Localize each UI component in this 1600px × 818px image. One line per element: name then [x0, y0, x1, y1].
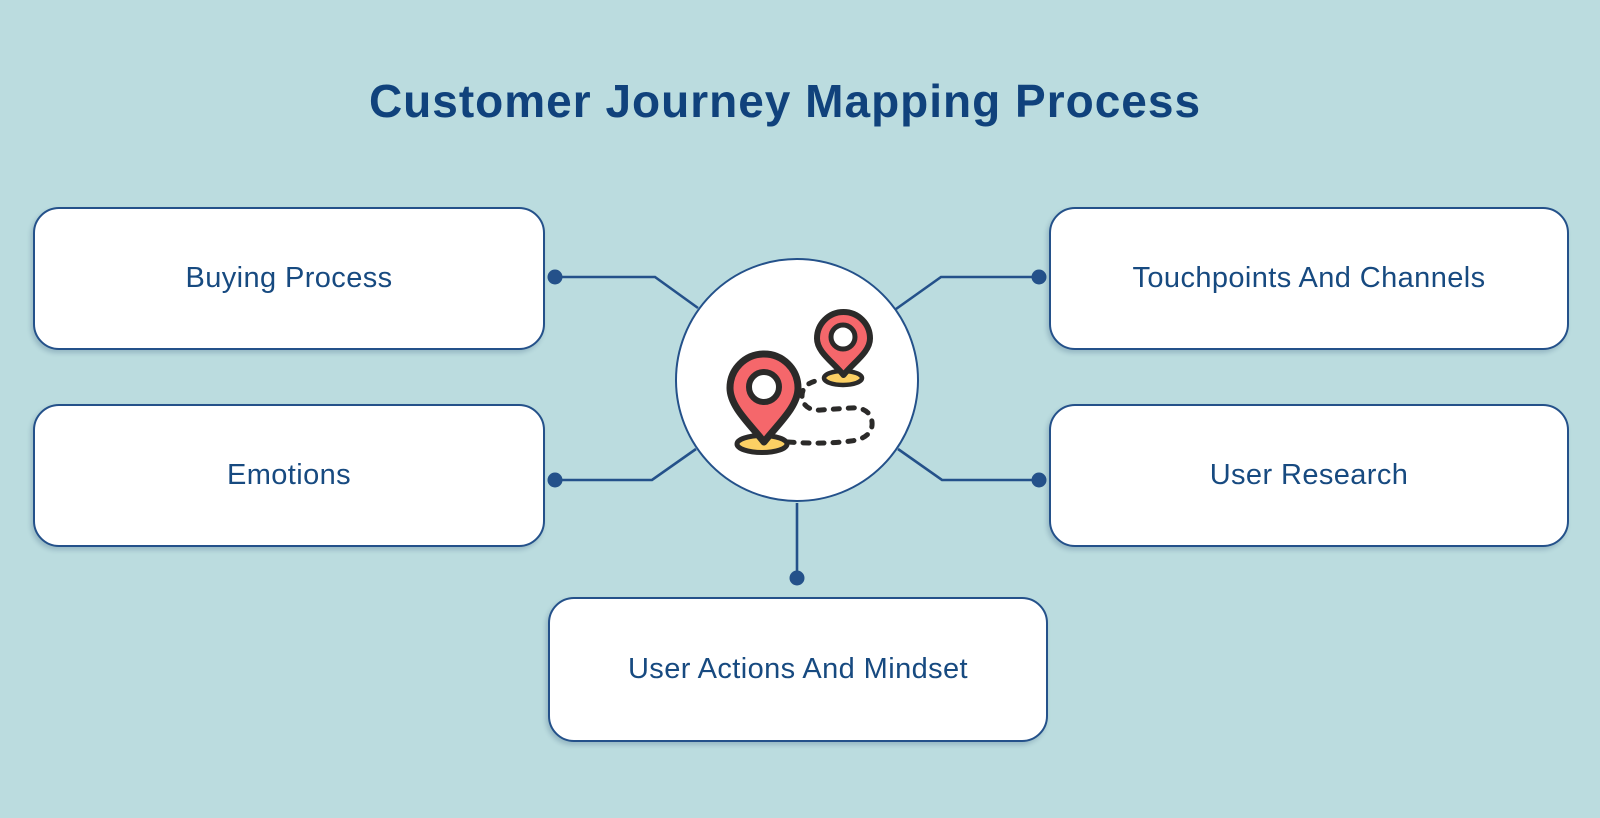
connector-dot-user-research — [1031, 472, 1047, 488]
route-dashed-path — [785, 377, 875, 446]
connector-dot-emotions — [547, 472, 563, 488]
node-label: Touchpoints And Channels — [1132, 262, 1486, 294]
connector-emotions — [555, 447, 697, 482]
node-buying-process: Buying Process — [33, 207, 545, 350]
node-touchpoints-and-channels: Touchpoints And Channels — [1049, 207, 1569, 350]
large-pin-hole — [745, 368, 782, 405]
page-title: Customer Journey Mapping Process — [368, 75, 1202, 127]
node-label: User Actions And Mindset — [627, 653, 969, 685]
journey-route-pins-icon — [726, 308, 875, 455]
node-emotions: Emotions — [33, 404, 545, 547]
connector-user-research — [897, 447, 1039, 482]
node-label: Buying Process — [185, 262, 393, 294]
connector-dot-buying-process — [547, 269, 563, 285]
small-pin-hole — [828, 322, 857, 351]
connector-touchpoints-and-channels — [895, 275, 1039, 311]
center-hub-circle — [675, 258, 919, 502]
connector-dot-user-actions-and-mindset — [789, 570, 805, 586]
node-user-actions-and-mindset: User Actions And Mindset — [548, 597, 1048, 742]
node-label: Emotions — [226, 459, 352, 491]
connector-buying-process — [555, 275, 699, 310]
node-user-research: User Research — [1049, 404, 1569, 547]
connector-dot-touchpoints-and-channels — [1031, 269, 1047, 285]
node-label: User Research — [1209, 459, 1409, 491]
